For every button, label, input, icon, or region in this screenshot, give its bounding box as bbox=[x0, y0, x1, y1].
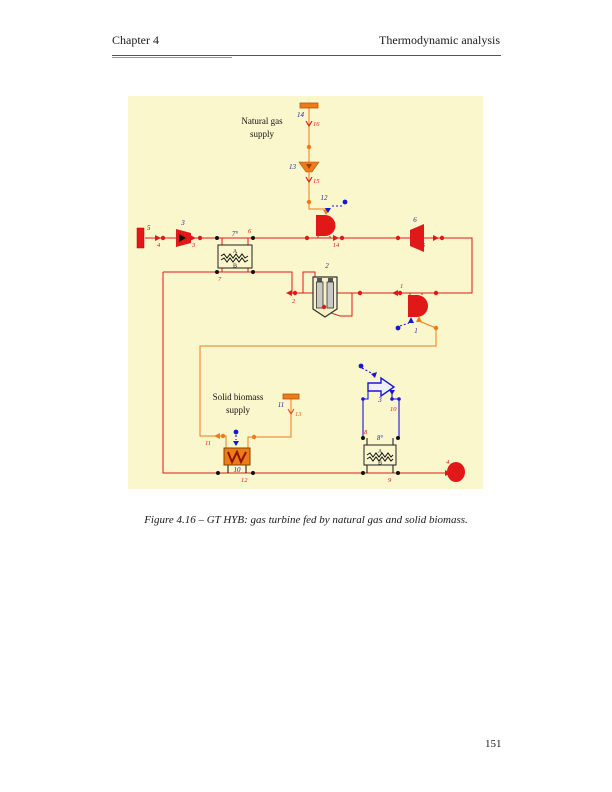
figure-caption: Figure 4.16 – GT HYB: gas turbine fed by… bbox=[144, 514, 468, 526]
solid-biomass-supply-label-line1: Solid biomass bbox=[213, 392, 264, 402]
air-fan-icon bbox=[367, 376, 396, 398]
label-compressor: 3 bbox=[180, 219, 185, 227]
high-temp-exchanger-icon bbox=[312, 276, 338, 318]
preheater-legs bbox=[366, 438, 394, 473]
recuperator-return-line bbox=[163, 271, 303, 294]
figure-4-16-diagram: Natural gas supply Solid biomass supply … bbox=[128, 96, 483, 489]
header-rule-shadow bbox=[112, 57, 232, 58]
stream-2: 2 bbox=[292, 298, 296, 305]
preheater-side-b: B bbox=[378, 461, 382, 467]
furnace-legs bbox=[227, 465, 247, 473]
stream-16: 16 bbox=[313, 121, 320, 128]
stream-4: 4 bbox=[157, 242, 161, 249]
stream-11: 11 bbox=[205, 440, 211, 447]
compressor-arrow-icon bbox=[179, 234, 186, 242]
preheater-side-a: A bbox=[378, 449, 383, 455]
process-flow-diagram: Natural gas supply Solid biomass supply … bbox=[136, 102, 473, 484]
stream-14: 14 bbox=[333, 242, 340, 249]
air-preheater-icon bbox=[363, 444, 397, 466]
hx-side-letters: A B A B bbox=[233, 249, 383, 467]
biomass-gas-combustor-icon bbox=[408, 295, 428, 317]
recuperator-side-a: A bbox=[233, 249, 238, 255]
stream-1: 1 bbox=[400, 283, 403, 290]
stream-15: 15 bbox=[313, 178, 320, 185]
label-ng-combustor: 12 bbox=[321, 194, 329, 202]
natural-gas-supply-label-line2: supply bbox=[250, 129, 275, 139]
biomass-source-icon bbox=[282, 393, 300, 400]
natural-gas-supply-label-line1: Natural gas bbox=[241, 116, 283, 126]
label-ng-source: 14 bbox=[297, 111, 305, 119]
ng-valve-arrow-icon bbox=[306, 164, 312, 169]
ng-combustor-icon bbox=[316, 215, 336, 236]
stream-7: 7 bbox=[218, 276, 222, 283]
stream-8: 8 bbox=[364, 429, 368, 436]
label-turbine: 6 bbox=[413, 216, 417, 224]
label-biomass-combustor: 1 bbox=[414, 327, 418, 335]
fan-suction-line bbox=[362, 391, 369, 438]
page-number: 151 bbox=[485, 738, 502, 750]
red-flow-lines bbox=[145, 236, 473, 474]
stream-6: 6 bbox=[248, 228, 252, 235]
header-chapter: Chapter 4 bbox=[112, 33, 159, 47]
blue-air-lines bbox=[235, 205, 410, 440]
stream-13: 13 bbox=[295, 411, 302, 418]
turbine-icon bbox=[410, 224, 424, 252]
biomass-feed-line bbox=[247, 399, 292, 448]
stream-number-labels: 16 15 14 4 3 6 7 2 1 5 11 13 12 9 8 10 4 bbox=[157, 121, 450, 484]
component-number-labels: 14 13 12 5 3 7° 2 6 1 11 10 3 8° bbox=[147, 111, 418, 474]
recuperator-side-b: B bbox=[233, 264, 237, 270]
flue-gas-bottom-line bbox=[162, 272, 445, 474]
header-rule bbox=[112, 55, 501, 56]
label-air-intake: 5 bbox=[147, 224, 151, 232]
exhaust-outlet-icon bbox=[447, 462, 465, 482]
syngas-line bbox=[199, 320, 437, 448]
node-dots bbox=[160, 144, 445, 475]
biomass-furnace-icon bbox=[223, 447, 251, 466]
recuperator-icon bbox=[217, 244, 253, 269]
natural-gas-source-icon bbox=[299, 102, 319, 109]
combustor-legs bbox=[317, 236, 423, 295]
stream-12: 12 bbox=[241, 477, 248, 484]
stream-9: 9 bbox=[388, 477, 392, 484]
solid-biomass-supply-label-line2: supply bbox=[226, 405, 251, 415]
fan-discharge-line bbox=[391, 392, 400, 438]
stream-4-exhaust: 4 bbox=[446, 459, 450, 466]
stream-5: 5 bbox=[422, 242, 426, 249]
label-biomass-source: 11 bbox=[278, 401, 284, 409]
label-ng-valve: 13 bbox=[289, 163, 297, 171]
air-intake-icon bbox=[136, 227, 145, 249]
ambient-air-dashed bbox=[361, 367, 374, 375]
label-recuperator: 7° bbox=[232, 230, 239, 238]
combustor1-air-dashed bbox=[399, 322, 410, 327]
label-biomass-furnace: 10 bbox=[234, 466, 242, 474]
label-high-temp-exchanger: 2 bbox=[325, 262, 329, 270]
label-air-fan: 3 bbox=[377, 396, 382, 404]
header-section: Thermodynamic analysis bbox=[379, 33, 500, 47]
exchanger-top-line bbox=[302, 271, 316, 293]
stream-3: 3 bbox=[191, 242, 196, 249]
stream-10: 10 bbox=[390, 406, 397, 413]
flow-arrows bbox=[155, 120, 451, 476]
recuperator-legs bbox=[221, 238, 249, 272]
label-air-preheater: 8° bbox=[377, 434, 384, 442]
